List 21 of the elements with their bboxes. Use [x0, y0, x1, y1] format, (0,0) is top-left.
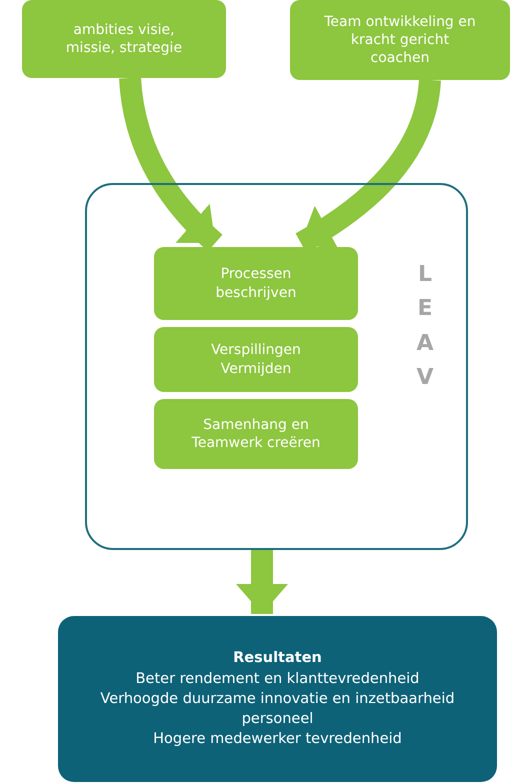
process-box: [154, 399, 358, 469]
side-letter: A: [415, 331, 435, 356]
side-letter: L: [416, 262, 434, 287]
container-frame: [85, 183, 468, 550]
box-text: ambities visie, missie, strategie: [64, 20, 184, 58]
process-box: [154, 247, 358, 320]
box-text: Hogere medewerker tevredenheid: [153, 730, 402, 750]
goal-box: [22, 0, 226, 78]
box-text: Beter rendement en klanttevredenheid: [136, 670, 420, 689]
coaching-box: [290, 0, 510, 80]
process-box: [154, 327, 358, 392]
results-box: [58, 616, 497, 782]
side-letter: V: [415, 365, 435, 390]
box-text: Verspillingen Vermijden: [210, 341, 302, 378]
box-text: Samenhang en Teamwerk creëren: [190, 416, 322, 452]
results-heading: Resultaten: [233, 649, 322, 668]
arrow: [236, 550, 288, 614]
side-letter: E: [416, 296, 434, 321]
box-text: Processen beschrijven: [214, 265, 298, 302]
box-text: Verhoogde duurzame innovatie en inzetbaarheid personeel: [99, 690, 456, 730]
box-text: Team ontwikkeling en kracht gericht coachen: [323, 12, 477, 68]
